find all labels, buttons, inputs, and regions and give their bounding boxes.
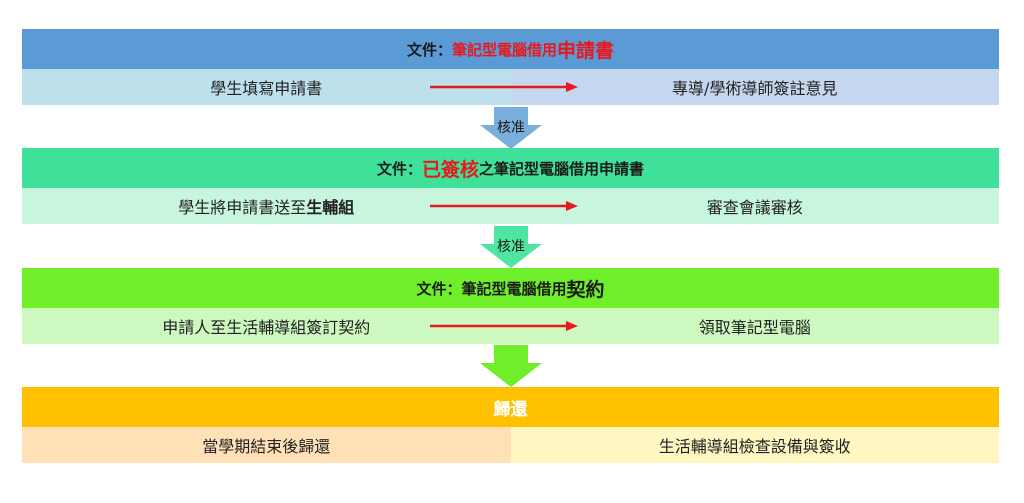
stage2-header: 文件：已簽核之筆記型電腦借用申請書	[22, 148, 999, 188]
stage1-sub: 學生填寫申請書 專導/學術導師簽註意見	[22, 69, 999, 105]
stage3-header-prefix: 文件：筆記型電腦借用	[416, 279, 567, 298]
stage2-left-cell: 學生將申請書送至生輔組	[22, 188, 511, 224]
stage3-left-cell: 申請人至生活輔導組簽訂契約	[22, 308, 511, 344]
stage3-right-cell: 領取筆記型電腦	[510, 308, 999, 344]
stage1-right-text: 專導/學術導師簽註意見	[672, 79, 838, 98]
stage4-right-cell: 生活輔導組檢查設備與簽收	[510, 427, 999, 463]
stage1-right-cell: 專導/學術導師簽註意見	[510, 69, 999, 105]
stage2-down-arrow-icon	[480, 226, 542, 268]
stage4-sub: 當學期結束後歸還 生活輔導組檢查設備與簽收	[22, 427, 999, 463]
stage3-header: 文件：筆記型電腦借用契約	[22, 268, 999, 308]
stage2-left-bold: 生輔組	[306, 198, 355, 217]
stage3-down-arrow-icon	[480, 345, 542, 387]
stage2-right-arrow-icon	[430, 201, 578, 211]
stage2-header-suffix: 之筆記型電腦借用申請書	[479, 159, 645, 178]
stage1-approve-label: 核准	[497, 120, 525, 136]
stage2-right-text: 審查會議審核	[706, 198, 803, 217]
stage2-sub: 學生將申請書送至生輔組 審查會議審核	[22, 188, 999, 224]
stage4-right-text: 生活輔導組檢查設備與簽收	[658, 437, 851, 456]
stage1-header-doc: 筆記型電腦借用	[451, 40, 557, 59]
stage2-approve-label: 核准	[497, 239, 525, 255]
stage1-header-prefix: 文件：	[406, 40, 452, 59]
stage3-right-arrow-icon	[430, 321, 578, 331]
stage1-left-text: 學生填寫申請書	[210, 79, 323, 98]
stage2-header-highlight: 已簽核	[421, 158, 479, 181]
stage1-down-arrow-icon	[480, 107, 542, 149]
stage4-header: 歸還	[22, 387, 999, 427]
stage2-left-text: 學生將申請書送至	[178, 198, 307, 217]
stage1-header: 文件：筆記型電腦借用申請書	[22, 29, 999, 69]
stage2-right-cell: 審查會議審核	[510, 188, 999, 224]
stage3-right-text: 領取筆記型電腦	[698, 318, 811, 337]
stage1-right-arrow-icon	[430, 82, 578, 92]
stage3-header-big: 契約	[566, 278, 605, 301]
stage1-header-big: 申請書	[557, 39, 615, 62]
stage4-left-text: 當學期結束後歸還	[202, 437, 331, 456]
stage4-header-title: 歸還	[493, 399, 528, 420]
stage3-sub: 申請人至生活輔導組簽訂契約 領取筆記型電腦	[22, 308, 999, 344]
stage4-left-cell: 當學期結束後歸還	[22, 427, 511, 463]
stage3-left-text: 申請人至生活輔導組簽訂契約	[162, 318, 371, 337]
stage2-header-prefix: 文件：	[376, 159, 422, 178]
stage1-left-cell: 學生填寫申請書	[22, 69, 511, 105]
